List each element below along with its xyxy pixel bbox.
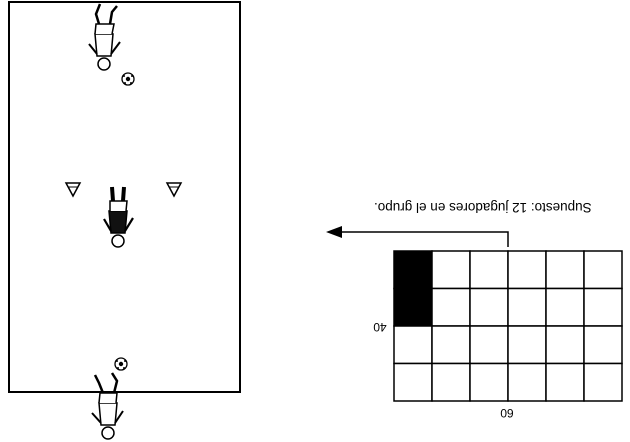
grid-cell [470, 289, 508, 327]
grid-cell [546, 326, 584, 364]
grid-cell [508, 326, 546, 364]
grid-cell [394, 326, 432, 364]
grid-cell [584, 251, 622, 289]
grid-cell [546, 251, 584, 289]
grid-cell-filled [394, 289, 432, 327]
grid-cell [470, 326, 508, 364]
area-grid [394, 251, 622, 401]
grid-cell [432, 326, 470, 364]
grid-cell [546, 289, 584, 327]
grid-cell [394, 364, 432, 402]
arrow-left-icon [326, 226, 508, 247]
grid-cell-filled [394, 251, 432, 289]
grid-cell [508, 251, 546, 289]
grid-cell [584, 326, 622, 364]
grid-cell [508, 364, 546, 402]
note-text: Supuesto: 12 jugadores en el grupo. [374, 200, 592, 215]
grid-cell [432, 364, 470, 402]
soccer-ball-icon [115, 358, 127, 370]
grid-height-label: 40 [373, 320, 387, 334]
grid-cell [546, 364, 584, 402]
grid-cell [470, 251, 508, 289]
grid-cell [432, 251, 470, 289]
grid-cell [584, 289, 622, 327]
grid-cell [508, 289, 546, 327]
grid-cell [432, 289, 470, 327]
soccer-ball-icon [122, 73, 134, 85]
grid-cell [470, 364, 508, 402]
grid-cell [584, 364, 622, 402]
grid-width-label: 60 [500, 406, 514, 420]
